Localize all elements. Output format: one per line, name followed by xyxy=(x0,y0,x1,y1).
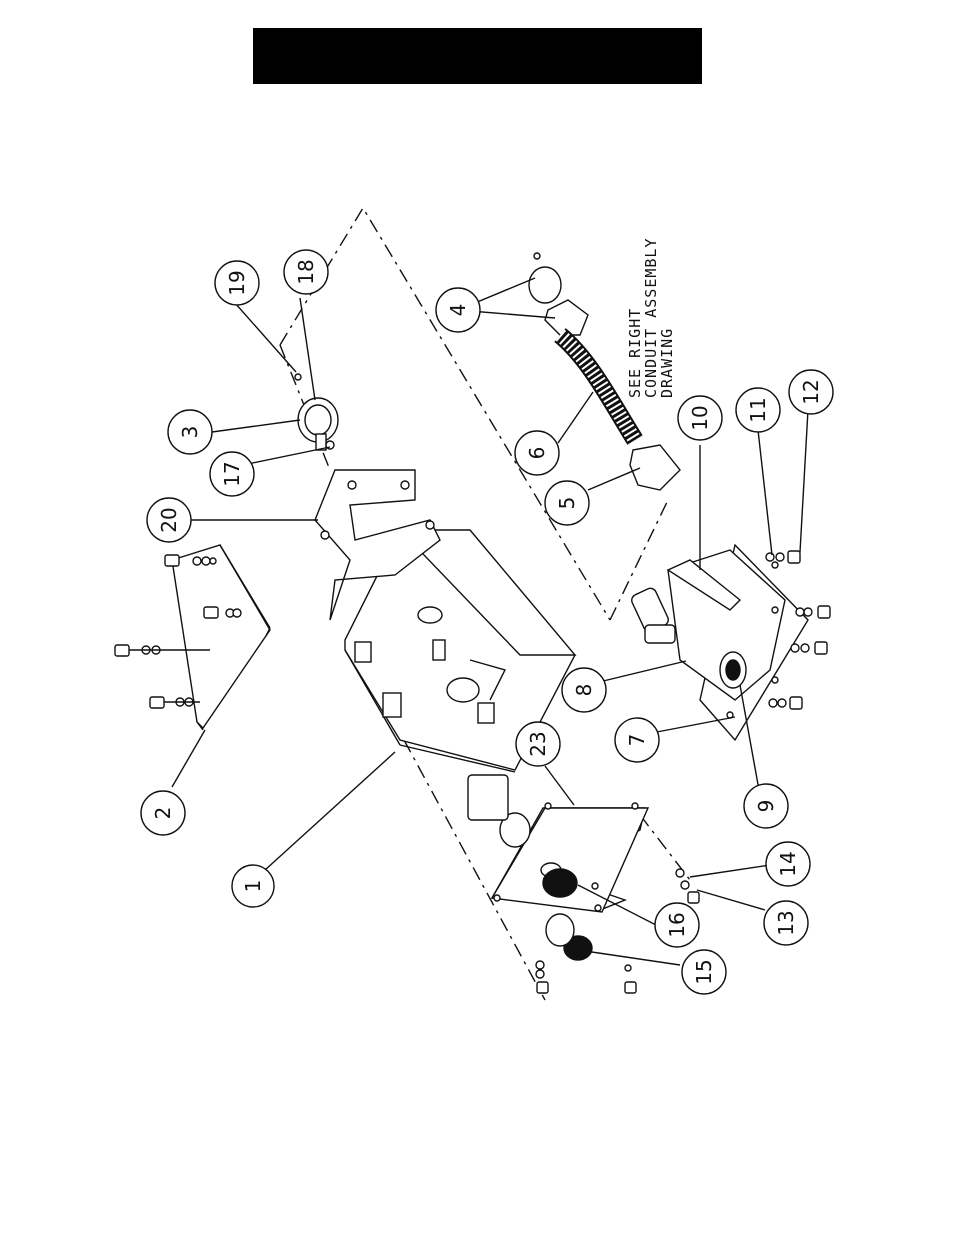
conduit-note: SEE RIGHT CONDUIT ASSEMBLY DRAWING xyxy=(626,238,676,399)
callout-label-16: 16 xyxy=(665,912,689,937)
callout-label-7: 7 xyxy=(625,734,649,747)
callout-label-23: 23 xyxy=(526,731,550,756)
base-plate-assembly xyxy=(630,545,808,740)
callout-label-5: 5 xyxy=(555,497,579,510)
callout-label-6: 6 xyxy=(525,447,549,460)
connector-part-3 xyxy=(295,374,338,450)
callout-label-3: 3 xyxy=(178,426,202,439)
note-line-3: DRAWING xyxy=(658,328,676,398)
callout-label-13: 13 xyxy=(774,910,798,935)
callout-label-8: 8 xyxy=(572,684,596,697)
callout-label-4: 4 xyxy=(446,304,470,317)
callout-label-12: 12 xyxy=(799,379,823,404)
callout-label-2: 2 xyxy=(151,807,175,820)
callout-label-17: 17 xyxy=(220,461,244,486)
callout-label-9: 9 xyxy=(754,800,778,813)
callout-label-10: 10 xyxy=(688,405,712,430)
callout-label-19: 19 xyxy=(225,270,249,295)
callout-label-20: 20 xyxy=(157,507,181,532)
callout-label-14: 14 xyxy=(776,851,800,876)
callout-label-1: 1 xyxy=(241,880,265,893)
callout-label-11: 11 xyxy=(746,397,770,422)
callout-label-18: 18 xyxy=(294,259,318,284)
callout-label-15: 15 xyxy=(692,959,716,984)
